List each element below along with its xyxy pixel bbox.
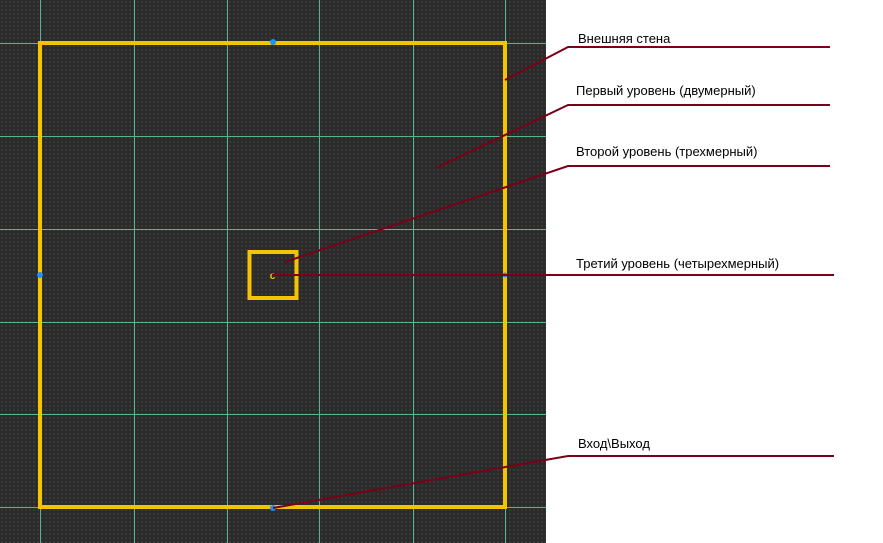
label-entrance-exit: Вход\Выход [578, 436, 650, 451]
anchor-point-top [270, 39, 276, 45]
canvas-panel [0, 0, 546, 543]
label-level-two: Второй уровень (трехмерный) [576, 144, 758, 159]
center-marker: c [270, 271, 276, 282]
leader-line-level-one [435, 104, 830, 169]
label-outer-wall: Внешняя стена [578, 31, 671, 46]
leader-lines [272, 46, 834, 509]
anchor-points [37, 39, 508, 511]
leader-line-outer-wall [504, 46, 830, 81]
leader-line-level-two [284, 165, 830, 263]
leader-line-entrance [272, 455, 834, 509]
anchor-point-left [37, 272, 43, 278]
label-level-three: Третий уровень (четырехмерный) [576, 256, 780, 271]
label-level-one: Первый уровень (двумерный) [576, 83, 756, 98]
